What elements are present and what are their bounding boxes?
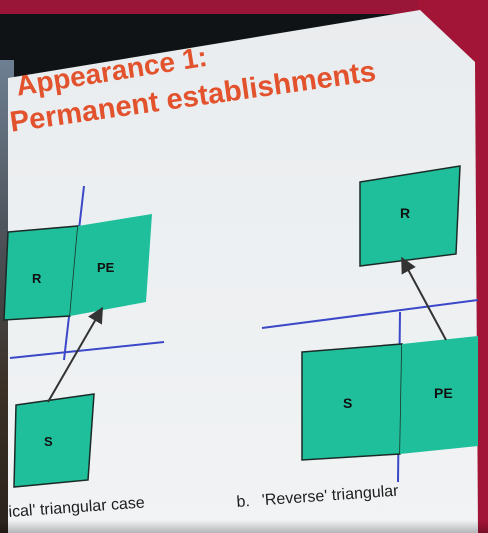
diagram-a-label-s: S — [44, 434, 53, 449]
diagram-a-label-pe: PE — [97, 260, 115, 275]
diagram-a: R PE S — [3, 185, 165, 488]
diagram-b-label-s: S — [343, 395, 352, 411]
diagram-b: R S PE — [261, 165, 479, 483]
caption-b-letter: b. — [236, 493, 251, 511]
diagram-b-label-r: R — [400, 205, 410, 221]
diagram-b-horizontal-line — [261, 299, 479, 329]
diagram-a-box-pe — [70, 214, 152, 316]
diagram-a-box-s — [13, 393, 95, 488]
diagram-b-box-pe — [400, 336, 478, 454]
diagram-b-arrow — [401, 256, 447, 341]
diagram-b-box-r — [359, 165, 461, 267]
diagram-a-label-r: R — [32, 271, 42, 286]
diagram-a-arrow — [47, 306, 104, 403]
bottom-shadow — [0, 520, 488, 533]
diagram-a-horizontal-line — [9, 341, 165, 359]
diagram-b-label-pe: PE — [434, 385, 453, 401]
